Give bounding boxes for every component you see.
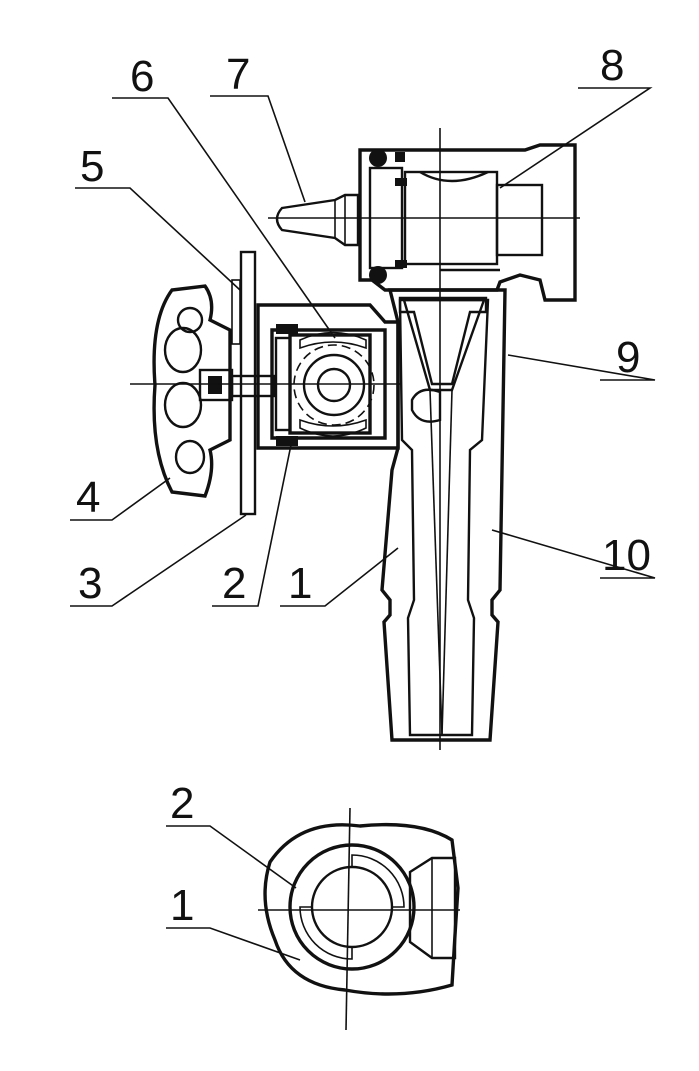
label-3: 3 [78, 559, 102, 608]
leader-lines [70, 87, 656, 607]
label-1: 1 [288, 559, 312, 608]
handwheel [152, 284, 234, 498]
spindle [230, 374, 276, 398]
section-label-1: 1 [170, 881, 194, 930]
label-2: 2 [222, 559, 246, 608]
label-10: 10 [602, 531, 651, 580]
label-4: 4 [76, 473, 100, 522]
label-8: 8 [600, 41, 624, 90]
main-section-view: 6 7 8 5 9 4 10 3 2 1 [70, 41, 656, 750]
label-5: 5 [80, 142, 104, 191]
flange-plate [231, 250, 257, 516]
outlet-body [380, 288, 507, 742]
top-housing [358, 143, 577, 302]
label-6: 6 [130, 52, 154, 101]
cross-section-detail: 2 1 [166, 779, 460, 1031]
nozzle [398, 296, 488, 386]
label-9: 9 [616, 333, 640, 382]
label-7: 7 [226, 50, 250, 99]
section-label-2: 2 [170, 779, 194, 828]
plug [274, 324, 375, 446]
side-knob [275, 193, 360, 247]
